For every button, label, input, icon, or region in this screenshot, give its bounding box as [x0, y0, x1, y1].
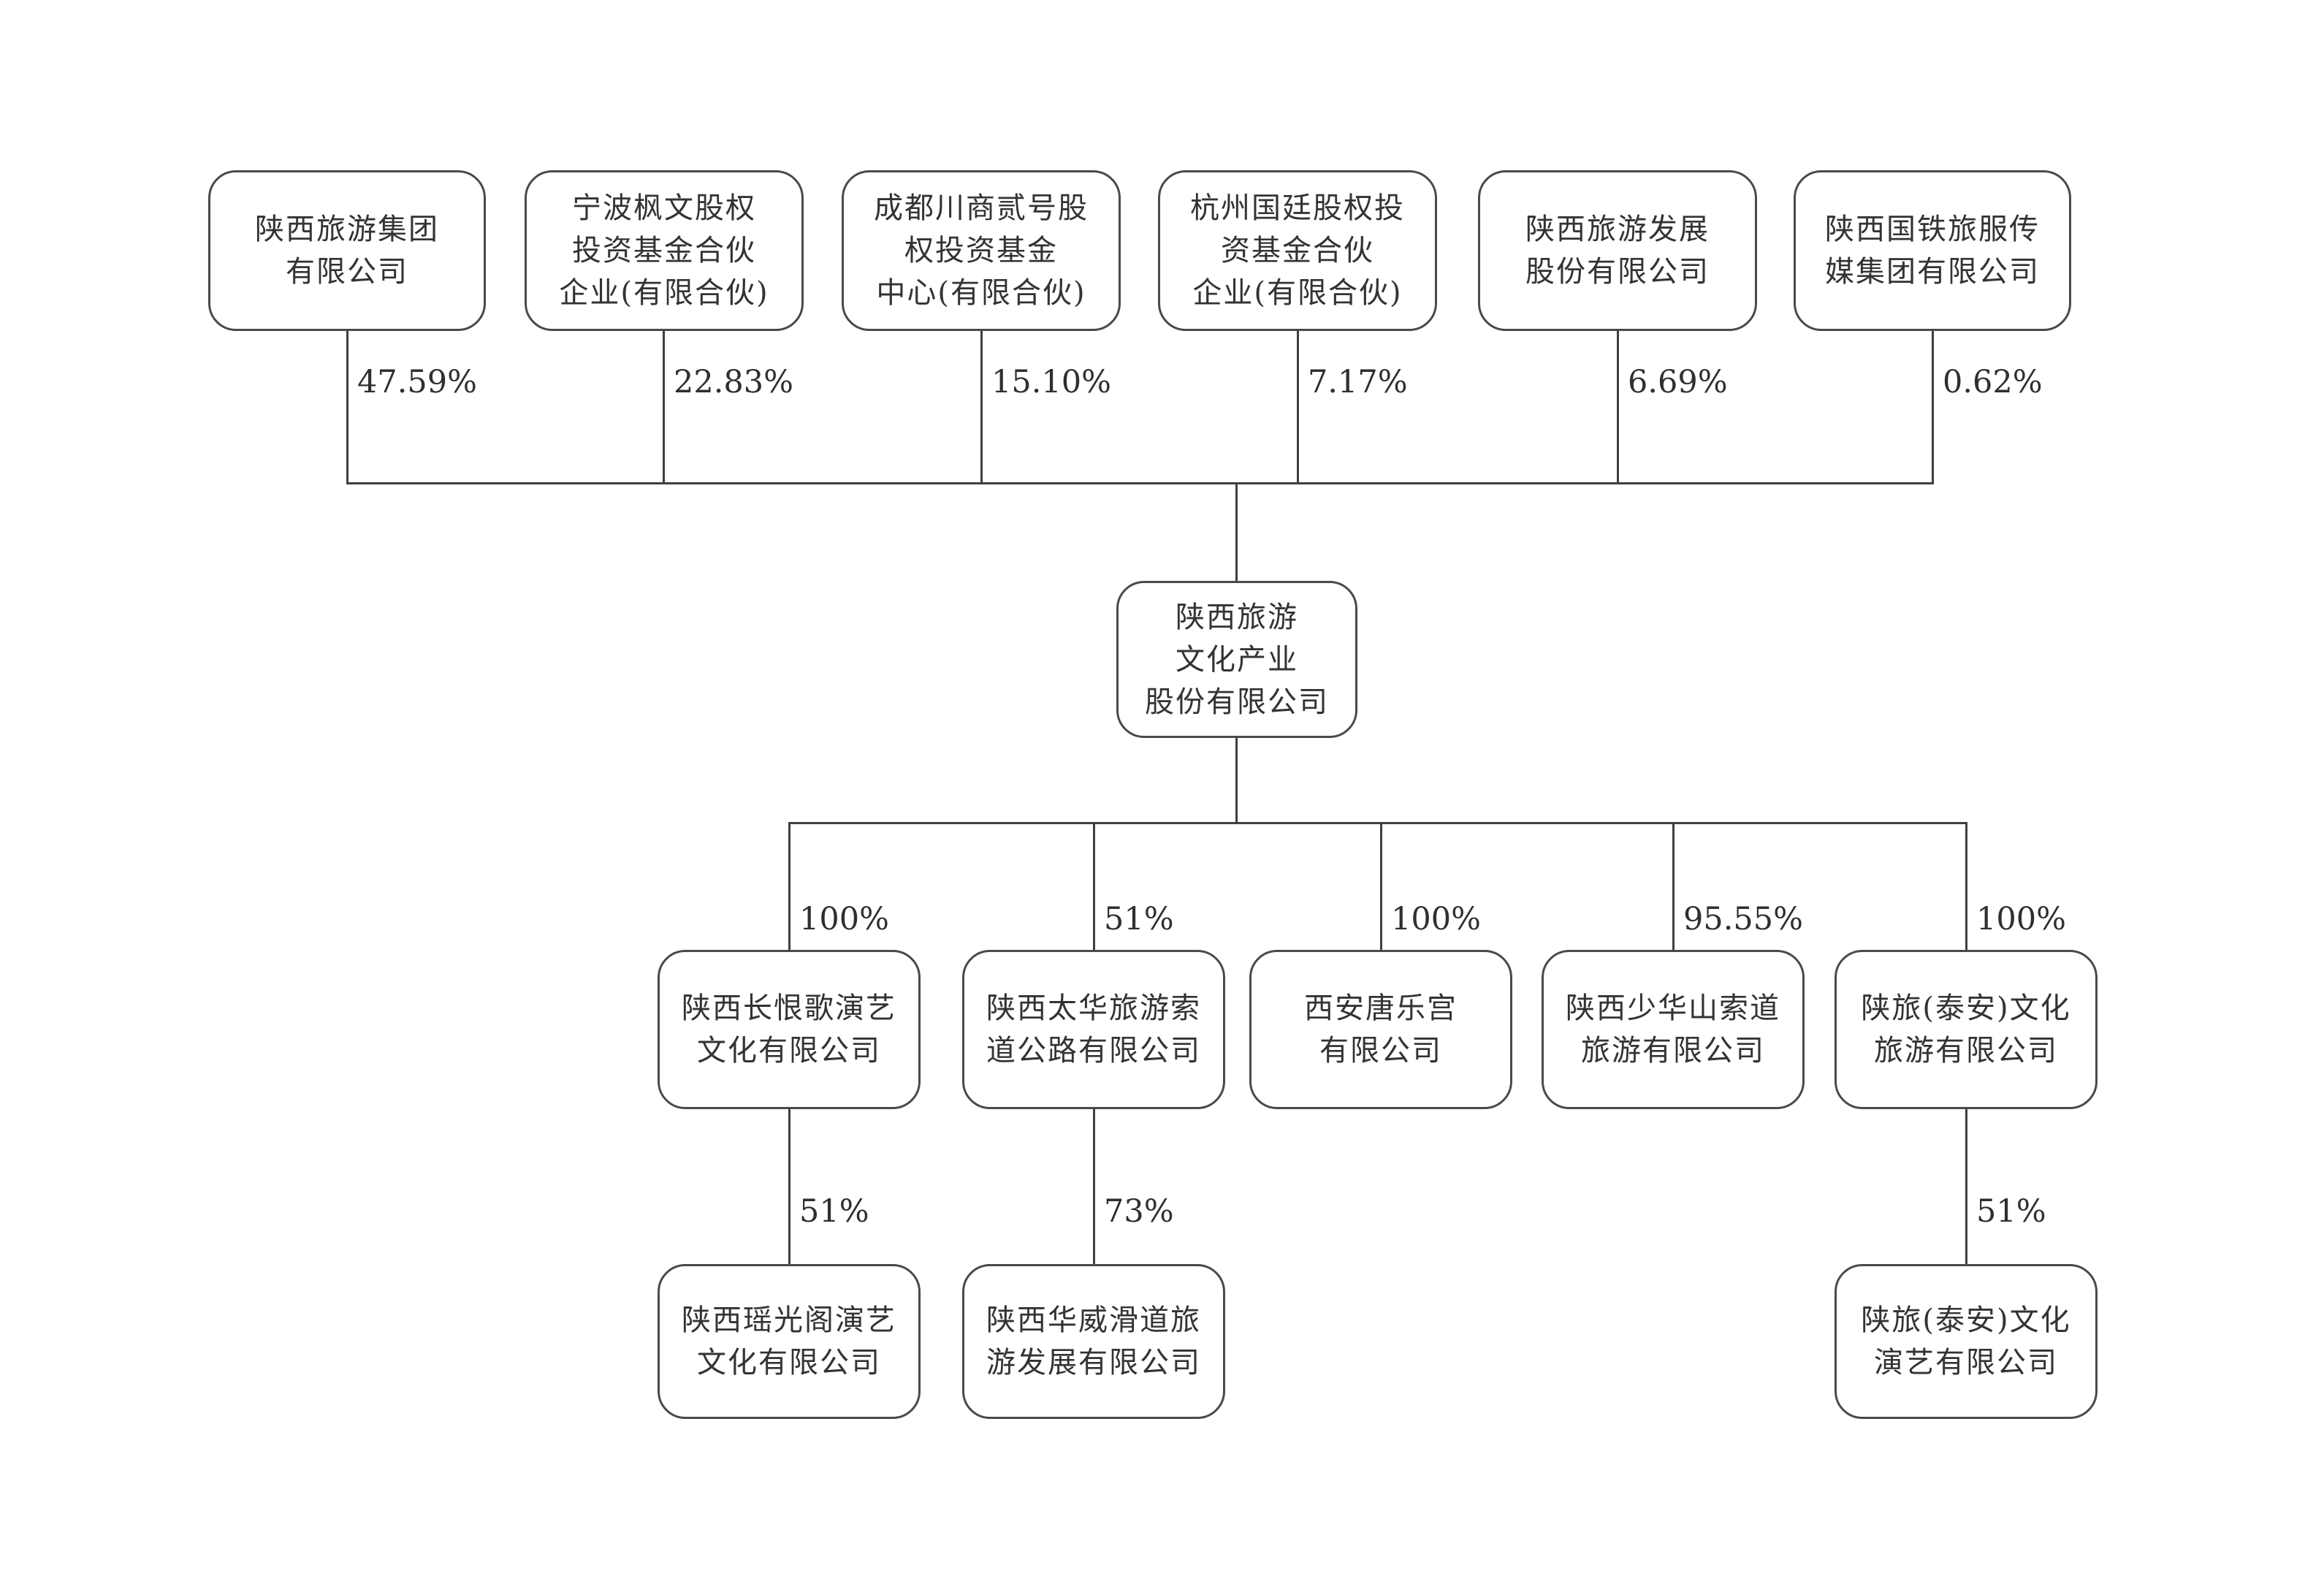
- node-shareholder-5: 陕西国铁旅服传 媒集团有限公司: [1794, 170, 2071, 331]
- node-root-company: 陕西旅游 文化产业 股份有限公司: [1116, 581, 1357, 738]
- subsub-name-1: 陕西华威滑道旅 游发展有限公司: [986, 1304, 1201, 1379]
- connector-bus-to-root: [1235, 482, 1238, 581]
- shareholder-name-1: 宁波枫文股权 投资基金合伙 企业(有限合伙): [559, 191, 769, 310]
- connector-shareholder-3: [1297, 331, 1299, 484]
- node-subsidiary-3: 陕西少华山索道 旅游有限公司: [1542, 950, 1805, 1109]
- ownership-pct-subsub-2: 51%: [1976, 1193, 2046, 1230]
- connector-bus-subsidiaries: [788, 822, 1967, 824]
- connector-subsidiary-1: [1093, 822, 1095, 950]
- shareholder-name-2: 成都川商贰号股 权投资基金 中心(有限合伙): [874, 191, 1089, 310]
- subsub-name-2: 陕旅(泰安)文化 演艺有限公司: [1861, 1304, 2071, 1379]
- root-company-name: 陕西旅游 文化产业 股份有限公司: [1145, 600, 1329, 719]
- node-subsidiary-1: 陕西太华旅游索 道公路有限公司: [962, 950, 1225, 1109]
- node-subsidiary-0: 陕西长恨歌演艺 文化有限公司: [658, 950, 921, 1109]
- ownership-pct-shareholder-5: 0.62%: [1943, 364, 2043, 400]
- connector-subsub-1: [1093, 1109, 1095, 1264]
- connector-shareholder-5: [1932, 331, 1934, 484]
- shareholder-name-3: 杭州国廷股权投 资基金合伙 企业(有限合伙): [1190, 191, 1405, 310]
- ownership-pct-shareholder-3: 7.17%: [1308, 364, 1408, 400]
- subsidiary-name-3: 陕西少华山索道 旅游有限公司: [1566, 992, 1780, 1067]
- shareholder-name-5: 陕西国铁旅服传 媒集团有限公司: [1825, 213, 2040, 289]
- node-shareholder-3: 杭州国廷股权投 资基金合伙 企业(有限合伙): [1158, 170, 1437, 331]
- subsidiary-name-2: 西安唐乐宫 有限公司: [1304, 992, 1458, 1067]
- node-subsub-2: 陕旅(泰安)文化 演艺有限公司: [1835, 1264, 2098, 1419]
- ownership-pct-subsidiary-2: 100%: [1391, 901, 1481, 937]
- shareholder-name-4: 陕西旅游发展 股份有限公司: [1525, 213, 1710, 289]
- ownership-pct-subsub-1: 73%: [1104, 1193, 1174, 1230]
- ownership-pct-shareholder-1: 22.83%: [674, 364, 793, 400]
- ownership-pct-shareholder-2: 15.10%: [991, 364, 1111, 400]
- connector-shareholder-0: [346, 331, 348, 484]
- connector-subsidiary-3: [1672, 822, 1675, 950]
- connector-subsidiary-0: [788, 822, 790, 950]
- ownership-pct-subsidiary-4: 100%: [1976, 901, 2066, 937]
- connector-subsidiary-2: [1380, 822, 1382, 950]
- ownership-pct-shareholder-0: 47.59%: [357, 364, 477, 400]
- connector-subsub-0: [788, 1109, 790, 1264]
- ownership-pct-shareholder-4: 6.69%: [1628, 364, 1728, 400]
- subsub-name-0: 陕西瑶光阁演艺 文化有限公司: [682, 1304, 896, 1379]
- connector-subsub-2: [1965, 1109, 1967, 1264]
- ownership-pct-subsidiary-1: 51%: [1104, 901, 1174, 937]
- connector-shareholder-4: [1617, 331, 1619, 484]
- connector-root-to-bus: [1235, 738, 1238, 824]
- node-subsidiary-4: 陕旅(泰安)文化 旅游有限公司: [1835, 950, 2098, 1109]
- node-shareholder-0: 陕西旅游集团 有限公司: [208, 170, 486, 331]
- ownership-pct-subsidiary-3: 95.55%: [1683, 901, 1803, 937]
- subsidiary-name-1: 陕西太华旅游索 道公路有限公司: [986, 992, 1201, 1067]
- shareholder-name-0: 陕西旅游集团 有限公司: [255, 213, 439, 289]
- connector-bus-shareholders: [346, 482, 1934, 484]
- ownership-pct-subsidiary-0: 100%: [799, 901, 889, 937]
- node-shareholder-4: 陕西旅游发展 股份有限公司: [1478, 170, 1757, 331]
- node-shareholder-2: 成都川商贰号股 权投资基金 中心(有限合伙): [842, 170, 1121, 331]
- ownership-pct-subsub-0: 51%: [799, 1193, 869, 1230]
- node-subsub-1: 陕西华威滑道旅 游发展有限公司: [962, 1264, 1225, 1419]
- node-shareholder-1: 宁波枫文股权 投资基金合伙 企业(有限合伙): [525, 170, 804, 331]
- node-subsidiary-2: 西安唐乐宫 有限公司: [1249, 950, 1512, 1109]
- connector-subsidiary-4: [1965, 822, 1967, 950]
- subsidiary-name-0: 陕西长恨歌演艺 文化有限公司: [682, 992, 896, 1067]
- subsidiary-name-4: 陕旅(泰安)文化 旅游有限公司: [1861, 992, 2071, 1067]
- connector-shareholder-1: [663, 331, 665, 484]
- connector-shareholder-2: [980, 331, 983, 484]
- node-subsub-0: 陕西瑶光阁演艺 文化有限公司: [658, 1264, 921, 1419]
